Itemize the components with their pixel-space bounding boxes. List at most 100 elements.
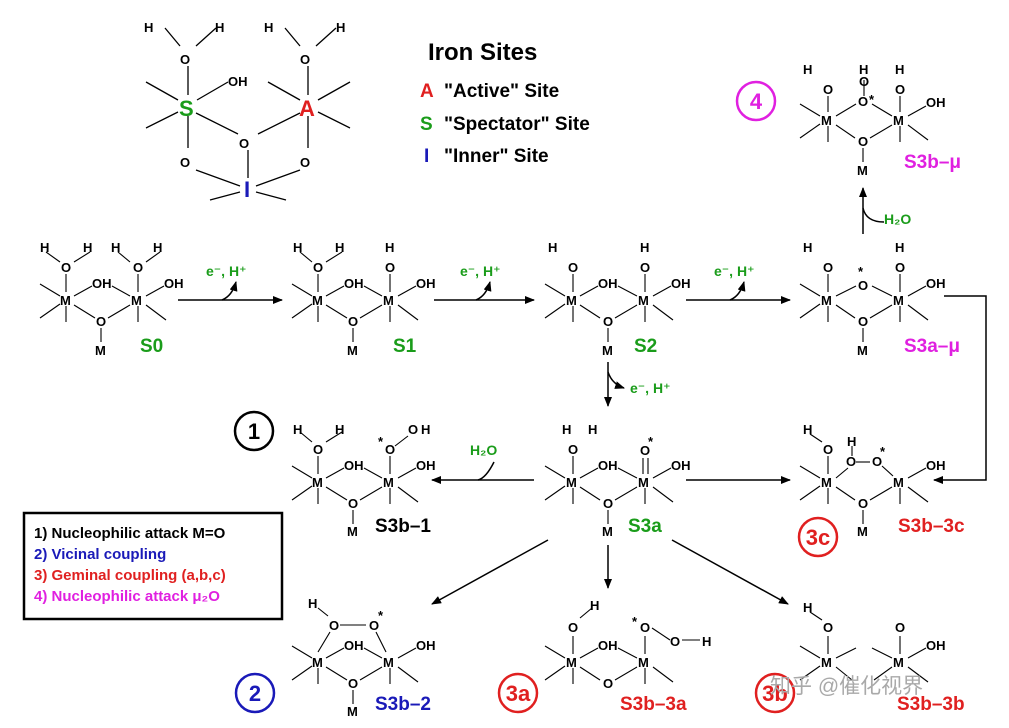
svg-text:M: M	[312, 475, 323, 490]
svg-text:M: M	[638, 655, 649, 670]
arrow-s3a-s3b-2	[431, 539, 549, 605]
svg-text:O: O	[823, 442, 833, 457]
svg-text:OH: OH	[598, 458, 618, 473]
molecule-s3b-3a	[544, 607, 700, 684]
svg-text:M: M	[857, 343, 868, 358]
svg-text:*: *	[858, 264, 864, 279]
pathway-4-text: 4) Nucleophilic attack μ₂O	[34, 588, 220, 605]
cond-s1-s2: e⁻, H⁺	[460, 263, 500, 279]
svg-text:*: *	[869, 92, 875, 107]
svg-text:OH: OH	[671, 458, 691, 473]
svg-text:OH: OH	[416, 638, 436, 653]
svg-text:O: O	[180, 155, 190, 170]
label-s3b-3c: S3b–3c	[898, 516, 965, 537]
arrow-s3a-s3b-3b	[671, 539, 789, 605]
svg-text:H: H	[562, 422, 571, 437]
svg-text:O: O	[385, 260, 395, 275]
svg-text:M: M	[821, 475, 832, 490]
pathway-circle-3a: 3a	[497, 672, 539, 714]
curl-s2-s3a-mu	[729, 281, 746, 301]
svg-text:OH: OH	[416, 458, 436, 473]
svg-text:O: O	[846, 454, 856, 469]
molecule-s3b-3b	[799, 611, 929, 683]
svg-text:O: O	[180, 52, 190, 67]
label-s3b-1: S3b–1	[375, 516, 431, 537]
svg-text:OH: OH	[344, 638, 364, 653]
cond-s2-s3a-mu: e⁻, H⁺	[714, 263, 754, 279]
svg-text:O: O	[329, 618, 339, 633]
svg-text:O: O	[823, 620, 833, 635]
svg-text:1: 1	[248, 419, 260, 444]
svg-text:O: O	[61, 260, 71, 275]
svg-text:O: O	[408, 422, 418, 437]
svg-text:O: O	[603, 496, 613, 511]
cond-s0-s1: e⁻, H⁺	[206, 263, 246, 279]
svg-text:O: O	[640, 260, 650, 275]
legend-text-spectator: "Spectator" Site	[444, 114, 590, 135]
molecule-s2	[544, 274, 674, 342]
svg-text:M: M	[821, 113, 832, 128]
svg-text:H: H	[803, 62, 812, 77]
svg-text:M: M	[893, 655, 904, 670]
svg-text:O: O	[895, 260, 905, 275]
cond-s2-s3a: e⁻, H⁺	[630, 380, 670, 396]
svg-text:O: O	[385, 442, 395, 457]
svg-text:OH: OH	[228, 74, 248, 89]
svg-text:H: H	[640, 240, 649, 255]
legend-letter-i: I	[424, 146, 429, 167]
svg-text:M: M	[857, 524, 868, 539]
svg-text:*: *	[378, 608, 384, 623]
active-site-letter: A	[299, 96, 315, 121]
svg-text:O: O	[239, 136, 249, 151]
svg-text:H: H	[702, 634, 711, 649]
svg-text:H: H	[336, 20, 345, 35]
svg-text:H: H	[590, 598, 599, 613]
svg-text:M: M	[821, 293, 832, 308]
svg-text:M: M	[312, 293, 323, 308]
svg-text:O: O	[96, 314, 106, 329]
legend-text-active: "Active" Site	[444, 81, 559, 102]
svg-text:H: H	[859, 62, 868, 77]
svg-text:O: O	[640, 620, 650, 635]
svg-text:M: M	[566, 293, 577, 308]
svg-text:O: O	[568, 260, 578, 275]
svg-text:*: *	[632, 614, 638, 629]
svg-text:OH: OH	[598, 638, 618, 653]
svg-text:O: O	[858, 134, 868, 149]
pathway-1-text: 1) Nucleophilic attack M=O	[34, 525, 226, 542]
svg-text:M: M	[821, 655, 832, 670]
label-s1: S1	[393, 336, 417, 357]
svg-text:M: M	[383, 655, 394, 670]
label-s2: S2	[634, 336, 657, 357]
svg-text:H: H	[83, 240, 92, 255]
svg-text:H: H	[803, 240, 812, 255]
cond-water-left: H₂O	[470, 442, 497, 458]
svg-text:O: O	[858, 314, 868, 329]
pathway-circle-4: 4	[735, 80, 777, 122]
label-s3b-mu: S3b–μ	[904, 152, 961, 173]
label-s3b-2: S3b–2	[375, 694, 431, 715]
iron-sites-legend: Iron Sites A "Active" Site S "Spectator"…	[420, 39, 590, 167]
svg-text:OH: OH	[92, 276, 112, 291]
svg-text:H: H	[385, 240, 394, 255]
molecule-s0	[39, 251, 167, 342]
svg-text:O: O	[313, 442, 323, 457]
svg-text:O: O	[670, 634, 680, 649]
curl-s1-s2	[475, 281, 492, 301]
svg-text:*: *	[880, 444, 886, 459]
svg-text:H: H	[895, 240, 904, 255]
svg-text:H: H	[421, 422, 430, 437]
svg-text:M: M	[383, 475, 394, 490]
svg-text:O: O	[348, 676, 358, 691]
svg-text:O: O	[603, 676, 613, 691]
svg-text:H: H	[803, 422, 812, 437]
pathway-circle-1: 1	[233, 410, 275, 452]
svg-text:M: M	[638, 475, 649, 490]
svg-text:3a: 3a	[506, 681, 531, 706]
svg-text:H: H	[293, 422, 302, 437]
cond-water-top: H₂O	[884, 211, 911, 227]
